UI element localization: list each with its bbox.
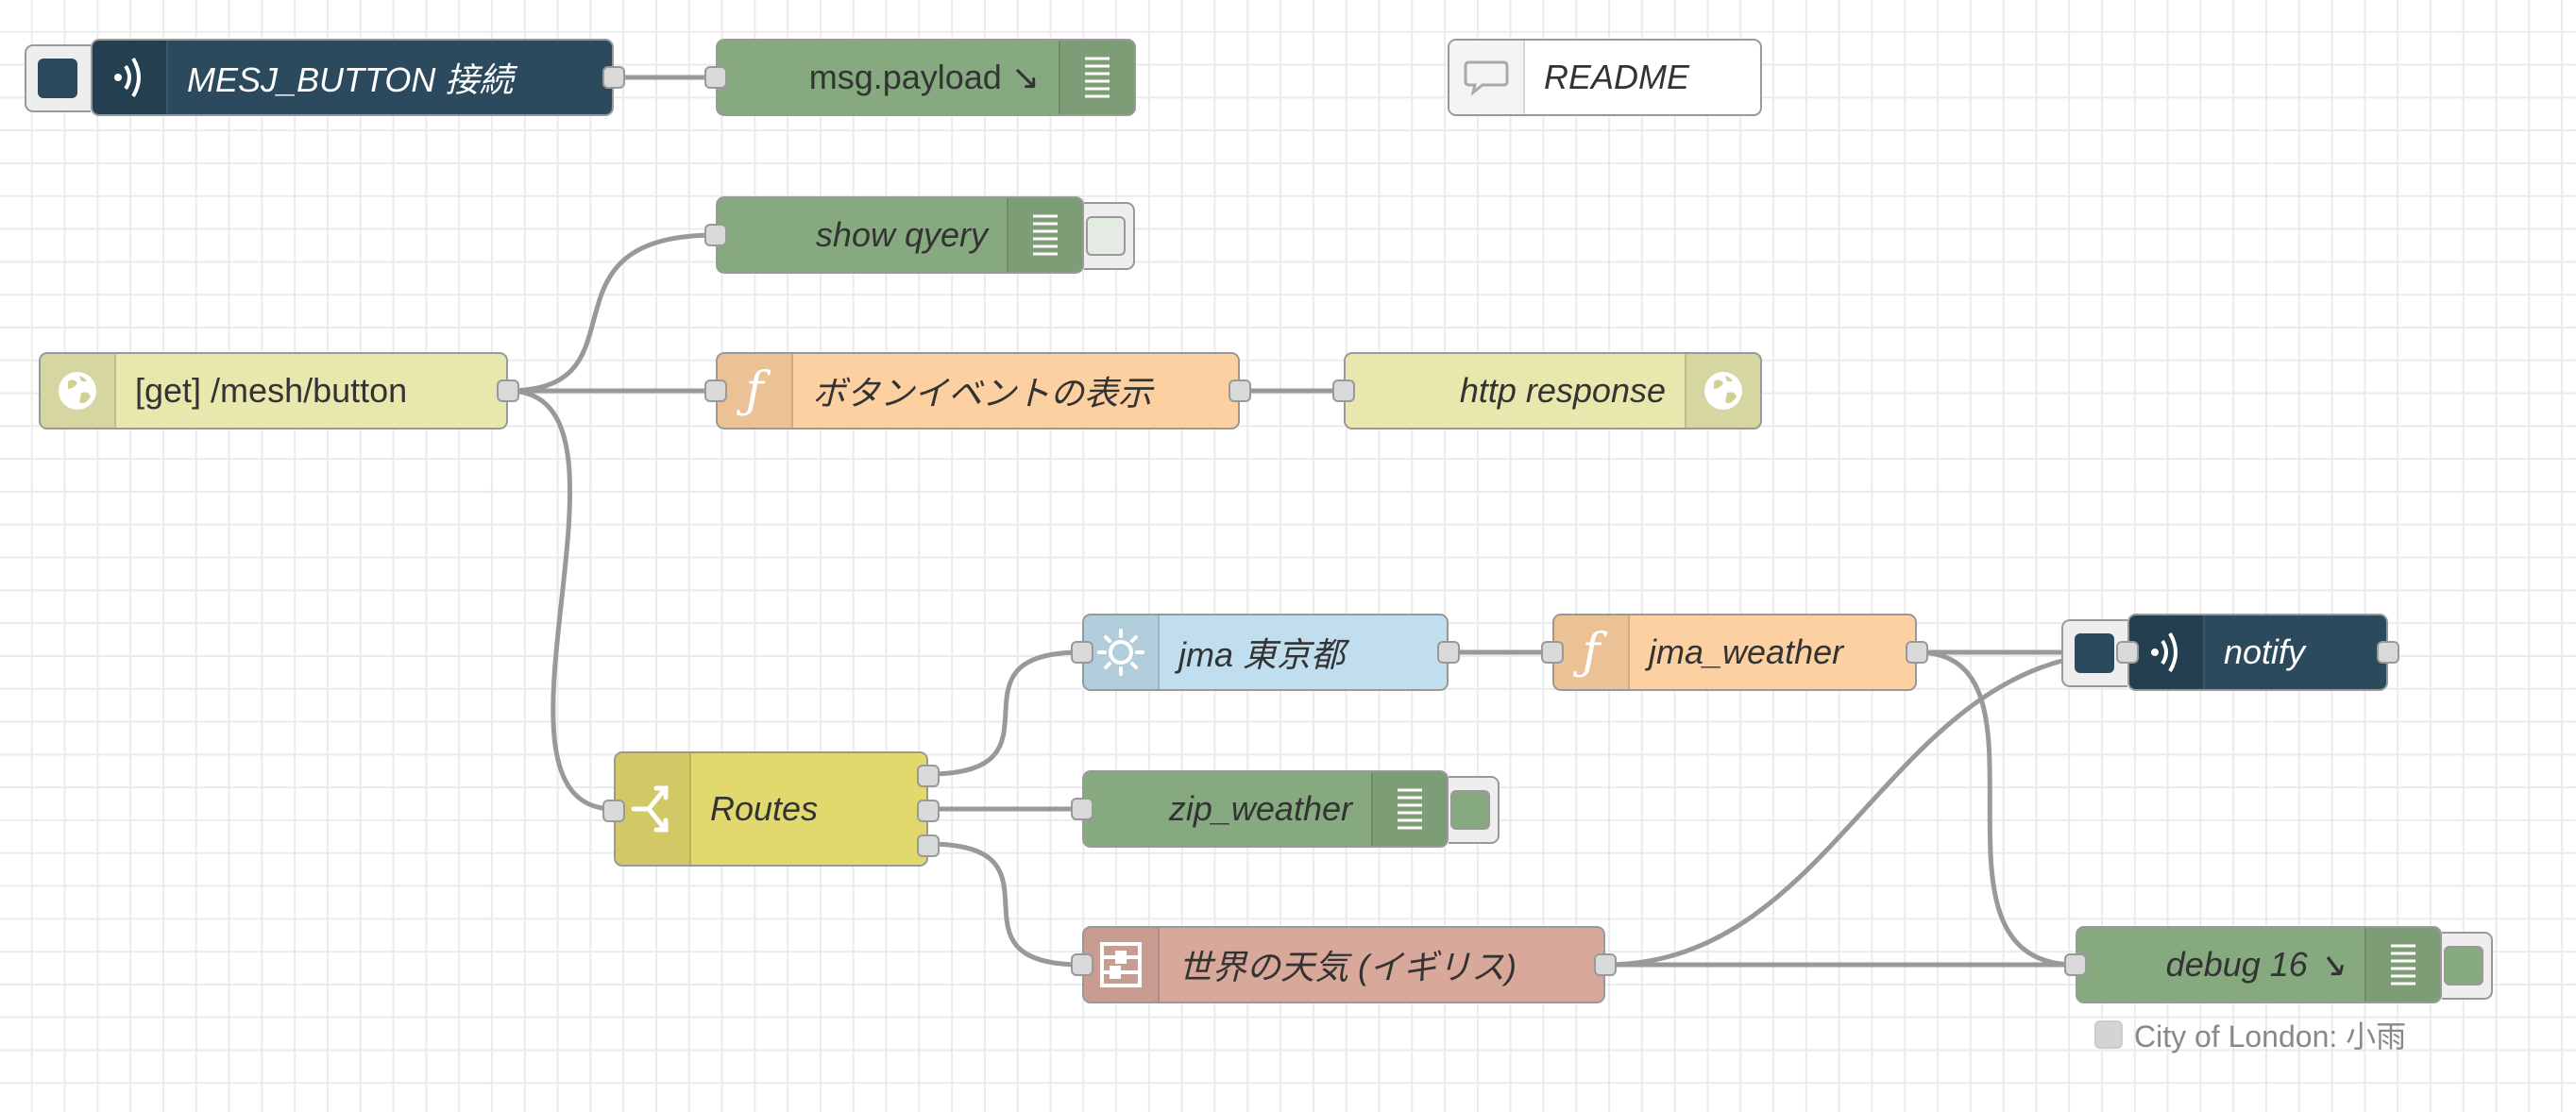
output-port-2[interactable] — [917, 800, 940, 822]
switch-icon — [616, 753, 691, 865]
readme-comment-node[interactable]: README — [1448, 39, 1762, 116]
node-label: msg.payload ↘ — [808, 58, 1040, 96]
debug-icon — [1059, 41, 1134, 114]
output-port-3[interactable] — [917, 834, 940, 857]
mesh-icon — [93, 41, 168, 114]
node-label: ボタンイベントの表示 — [812, 374, 1153, 413]
node-label: [get] /mesh/button — [135, 371, 408, 410]
input-port[interactable] — [1071, 953, 1093, 976]
globe-icon — [41, 354, 116, 428]
node-label: http response — [1459, 371, 1666, 410]
jma-weather-function-node[interactable]: ƒ jma_weather — [1541, 614, 1928, 691]
debug16-node[interactable]: debug 16 ↘ — [2064, 926, 2493, 1003]
button-event-function-node[interactable]: ƒ ボタンイベントの表示 — [704, 352, 1251, 430]
wire-world-to-notify — [1602, 649, 2130, 968]
input-port[interactable] — [704, 379, 727, 402]
function-icon: ƒ — [1554, 615, 1630, 689]
msg-payload-debug-node[interactable]: msg.payload ↘ — [704, 39, 1136, 116]
routes-switch-node[interactable]: Routes — [602, 751, 940, 867]
debug16-status: City of London: 小雨 — [2094, 1013, 2406, 1056]
node-label: show qyery — [815, 215, 988, 254]
function-icon: ƒ — [718, 354, 793, 428]
http-in-node[interactable]: [get] /mesh/button — [39, 352, 519, 430]
zip-weather-debug-node[interactable]: zip_weather — [1071, 770, 1500, 848]
output-port[interactable] — [497, 379, 519, 402]
output-port[interactable] — [602, 66, 625, 89]
output-port[interactable] — [1594, 953, 1617, 976]
output-port[interactable] — [1437, 641, 1460, 664]
input-port[interactable] — [1071, 798, 1093, 820]
input-port[interactable] — [2064, 953, 2087, 976]
status-dot-icon — [2094, 1020, 2123, 1049]
node-label: jma_weather — [1649, 632, 1844, 671]
world-weather-node[interactable]: 世界の天気 (イギリス) — [1071, 926, 1617, 1003]
node-label: zip_weather — [1168, 789, 1352, 828]
status-text: City of London: 小雨 — [2134, 1019, 2407, 1053]
node-label: MESJ_BUTTON 接続 — [187, 60, 514, 99]
input-port[interactable] — [1541, 641, 1564, 664]
globe-icon — [1685, 354, 1760, 428]
node-toggle-button[interactable] — [25, 44, 91, 112]
wire-http-to-showquery — [505, 232, 719, 394]
output-port[interactable] — [1906, 641, 1928, 664]
input-port[interactable] — [2116, 641, 2139, 664]
wire-routes-to-world — [925, 841, 1085, 968]
wire-routes-to-jma — [925, 649, 1085, 777]
wire-jmaweather-to-debug16 — [1914, 649, 2078, 968]
mesh-icon — [2129, 615, 2205, 689]
mesh-button-node[interactable]: MESJ_BUTTON 接続 — [25, 39, 625, 116]
node-label: Routes — [710, 789, 819, 828]
notify-node[interactable]: notify — [2061, 614, 2399, 691]
output-port[interactable] — [2377, 641, 2399, 664]
wire-http-to-routes — [505, 388, 617, 812]
output-port[interactable] — [1229, 379, 1251, 402]
input-port[interactable] — [602, 800, 625, 822]
node-label: README — [1544, 58, 1690, 96]
show-query-debug-node[interactable]: show qyery — [704, 196, 1135, 274]
node-label: jma 東京都 — [1178, 635, 1346, 674]
debug-icon — [2364, 928, 2440, 1002]
debug-toggle-button[interactable] — [2442, 932, 2493, 1000]
comment-icon — [1449, 41, 1525, 114]
node-label: 世界の天気 (イギリス) — [1178, 948, 1517, 986]
output-port-1[interactable] — [917, 765, 940, 787]
weather-icon — [1084, 928, 1160, 1002]
input-port[interactable] — [1071, 641, 1093, 664]
debug-toggle-button[interactable] — [1449, 776, 1500, 844]
debug-icon — [1007, 198, 1082, 272]
node-label: debug 16 ↘ — [2165, 945, 2346, 984]
debug-icon — [1371, 772, 1447, 846]
node-label: notify — [2224, 632, 2306, 671]
input-port[interactable] — [704, 66, 727, 89]
jma-tokyo-node[interactable]: jma 東京都 — [1071, 614, 1460, 691]
input-port[interactable] — [1332, 379, 1355, 402]
http-response-node[interactable]: http response — [1332, 352, 1762, 430]
input-port[interactable] — [704, 224, 727, 246]
sun-icon — [1084, 615, 1160, 689]
debug-toggle-button[interactable] — [1084, 202, 1135, 270]
